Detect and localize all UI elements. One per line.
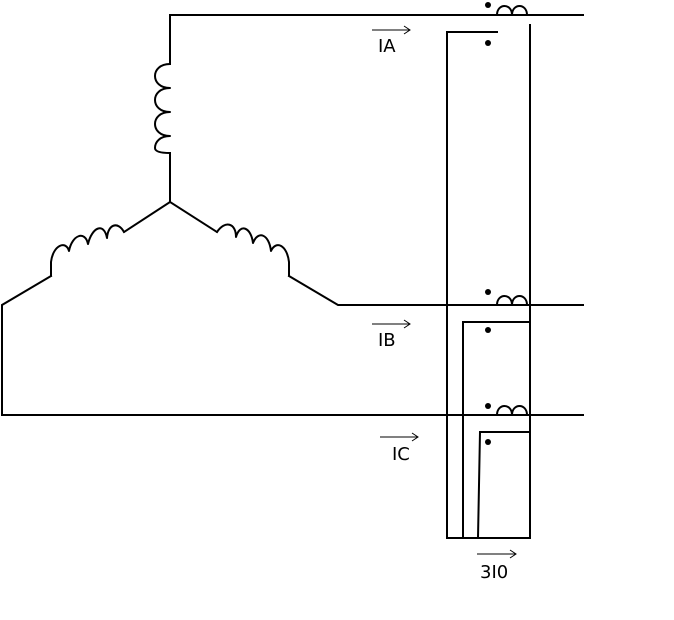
phase-b-arm-upper (168, 200, 219, 234)
ia-label: IA (378, 36, 396, 57)
ct-c-polarity-dot-primary (485, 403, 491, 409)
phase-c-arm-upper (122, 200, 172, 234)
ct-b-primary-coil (496, 295, 528, 306)
current-label-ia: IA (372, 25, 411, 57)
ib-label: IB (378, 330, 396, 351)
current-label-ic: IC (380, 432, 419, 465)
current-label-ib: IB (372, 319, 411, 351)
current-label-3i0: 3I0 (477, 549, 517, 583)
ct-b-secondary-loop (462, 321, 531, 539)
phase-a-conductor (169, 14, 584, 65)
ct-secondary-common-bus (446, 24, 531, 539)
ct-b-polarity-dot-secondary (485, 327, 491, 333)
ct-secondary-wiring (446, 24, 531, 540)
ic-arrow (380, 432, 419, 442)
residual-arrow (477, 549, 517, 559)
ct-phase-a (485, 2, 528, 46)
ic-label: IC (392, 444, 410, 465)
ct-phase-b (485, 289, 528, 333)
ib-arrow (372, 319, 411, 329)
ct-c-primary-coil (496, 405, 528, 416)
phase-b-winding (216, 223, 290, 277)
wye-source (1, 14, 584, 416)
ct-a-polarity-dot-secondary (485, 40, 491, 46)
ct-phase-c (485, 403, 528, 445)
residual-label: 3I0 (480, 562, 508, 583)
phase-c-conductor (1, 274, 584, 416)
phase-a-winding (154, 63, 171, 154)
phase-b-conductor (287, 274, 584, 306)
ct-b-polarity-dot-primary (485, 289, 491, 295)
ct-c-secondary-loop (476, 431, 531, 540)
ct-c-polarity-dot-secondary (485, 439, 491, 445)
ia-arrow (372, 25, 411, 35)
phase-c-winding (50, 224, 125, 277)
ct-a-primary-coil (496, 5, 528, 16)
ct-a-polarity-dot-primary (485, 2, 491, 8)
